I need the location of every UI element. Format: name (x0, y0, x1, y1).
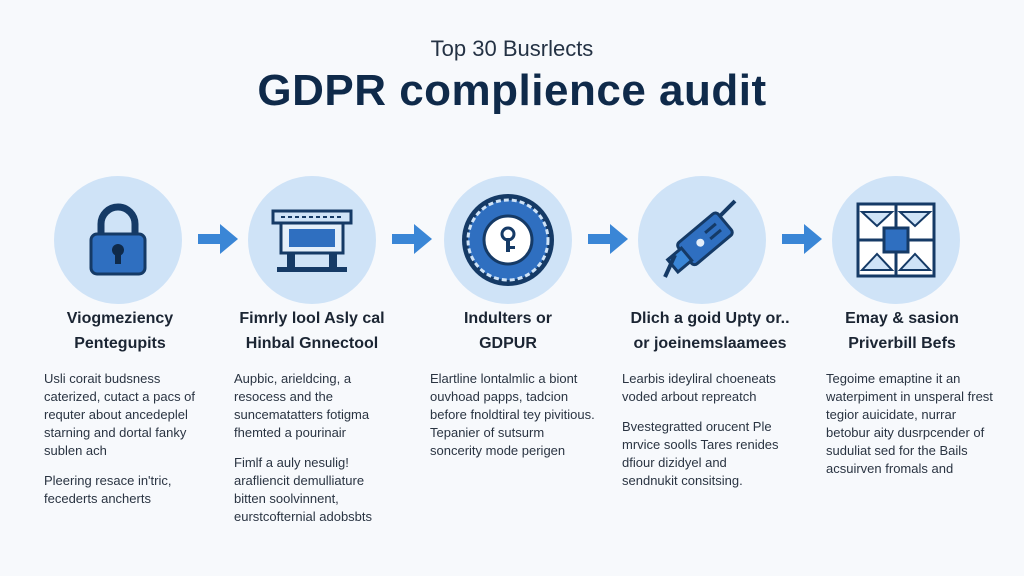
step-4-heading-line1: Dlich a goid Upty or.. (630, 310, 790, 327)
step-4-paragraph-2: Bvestegratted orucent Ple mrvice soolls … (622, 419, 779, 488)
arrow-icon (392, 224, 432, 254)
step-1-heading-line1: Viogmeziency (66, 310, 174, 327)
step-3-circle (444, 176, 572, 304)
server-rack-icon (271, 209, 353, 272)
step-3-heading: Indulters or GDPUR (418, 306, 598, 356)
step-5-heading: Emay & sasion Priverbill Befs (812, 306, 992, 356)
arrow-icon (588, 224, 628, 254)
step-4-paragraph-1: Learbis ideyliral choeneats voded arbout… (622, 371, 776, 404)
step-1-paragraph-1: Usli corait budsness caterized, cutact a… (44, 371, 196, 458)
connector-plug-icon (663, 199, 737, 278)
step-5-body: Tegoime emaptine it an waterpiment in un… (826, 370, 996, 490)
step-1-heading-line2: Pentegupits (74, 335, 166, 352)
step-2-paragraph-2: Fimlf a auly nesulig! arafliencit demull… (234, 455, 373, 524)
step-5-heading-line1: Emay & sasion (845, 310, 959, 327)
step-5-paragraph-1: Tegoime emaptine it an waterpiment in un… (826, 371, 993, 476)
step-1-heading: Viogmeziency Pentegupits (30, 306, 210, 356)
step-3-heading-line2: GDPUR (479, 335, 537, 352)
step-4-circle (638, 176, 766, 304)
shield-key-icon (462, 194, 554, 286)
arrow-icon (198, 224, 238, 254)
step-3-body: Elartline lontalmlic a biont ouvhoad pap… (430, 370, 598, 472)
step-1-paragraph-2: Pleering resace in'tric, fecederts anche… (44, 473, 172, 506)
subtitle: Top 30 Busrlects (430, 36, 594, 61)
step-2-circle (248, 176, 376, 304)
step-1-circle (54, 176, 182, 304)
step-1-body: Usli corait budsness caterized, cutact a… (44, 370, 204, 520)
step-5-heading-line2: Priverbill Befs (848, 335, 956, 352)
step-2-body: Aupbic, arieldcing, a resocess and the s… (234, 370, 396, 538)
step-2-heading-line2: Hinbal Gnnectool (245, 335, 379, 352)
step-2-heading-line1: Fimrly lool Asly cal (239, 310, 385, 327)
document-grid-icon (856, 202, 936, 278)
step-4-heading: Dlich a goid Upty or.. or joeinemslaamee… (610, 306, 810, 356)
step-2-heading: Fimrly lool Asly cal Hinbal Gnnectool (222, 306, 402, 356)
arrow-icon (782, 224, 822, 254)
step-3-heading-line1: Indulters or (463, 310, 552, 327)
step-4-heading-line2: or joeinemslaamees (633, 335, 787, 352)
step-4-body: Learbis ideyliral choeneats voded arbout… (622, 370, 784, 502)
page-title: GDPR complience audit (257, 66, 767, 115)
padlock-icon (89, 203, 147, 276)
step-3-paragraph-1: Elartline lontalmlic a biont ouvhoad pap… (430, 371, 595, 458)
step-5-circle (832, 176, 960, 304)
step-2-paragraph-1: Aupbic, arieldcing, a resocess and the s… (234, 371, 370, 440)
